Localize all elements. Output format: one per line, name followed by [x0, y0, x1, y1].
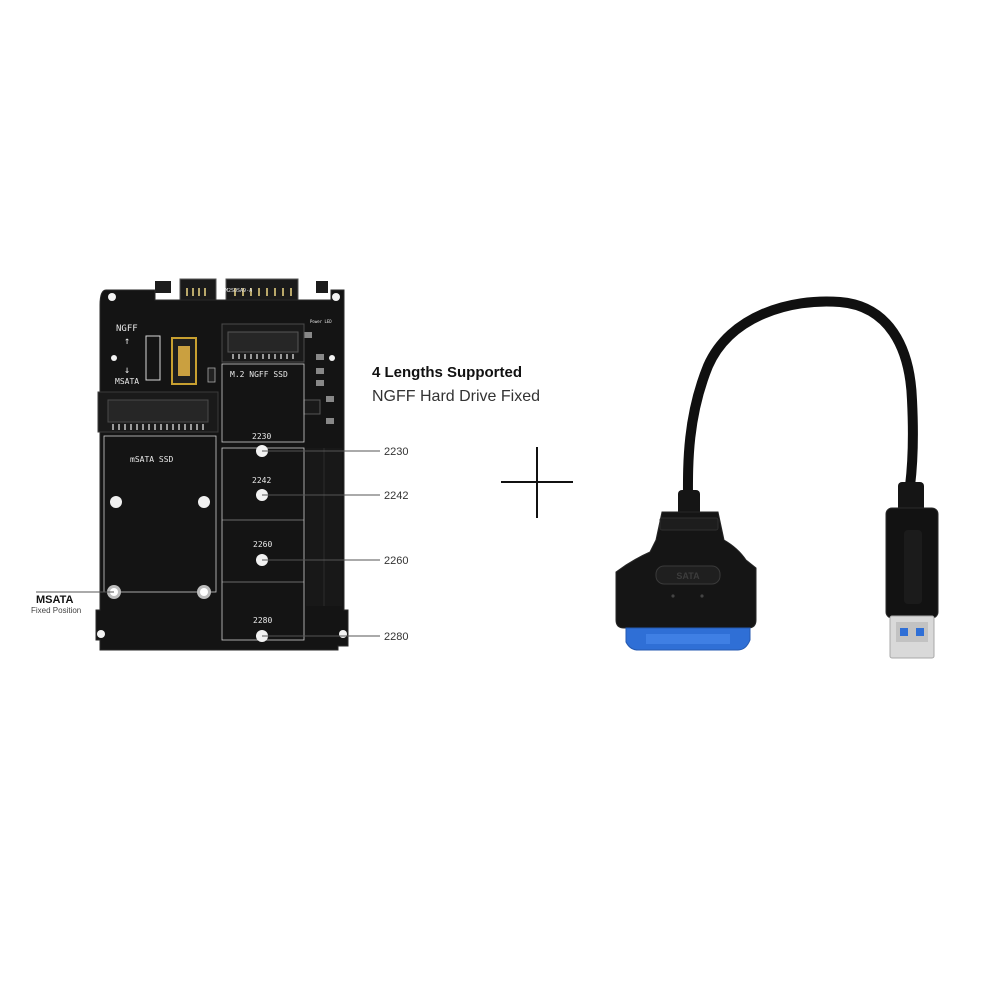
- adapter-board: M2SOSA9-A NGFF ↑ ↓ MSATA Power LED mSATA…: [95, 278, 349, 651]
- hole-label-2260: 2260: [253, 540, 272, 549]
- ngff-arrow-label: NGFF: [116, 324, 138, 334]
- svg-text:↑: ↑: [124, 336, 130, 347]
- msata-callout-title: MSATA: [36, 594, 74, 606]
- svg-text:↓: ↓: [124, 365, 130, 376]
- msata-arrow-label: MSATA: [115, 377, 139, 386]
- plus-sign: [501, 447, 573, 518]
- usb-sata-cable: SATA: [615, 296, 939, 659]
- msata-ssd-bay: [103, 435, 217, 593]
- callout-2260: 2260: [384, 555, 408, 567]
- model-code: M2SOSA9-A: [225, 288, 252, 294]
- power-led-label: Power LED: [310, 319, 332, 324]
- cable-wire: [682, 296, 918, 511]
- hole-label-2230: 2230: [252, 432, 271, 441]
- callout-lines: [36, 450, 380, 637]
- msata-slot-label: mSATA SSD: [130, 455, 174, 464]
- callout-2242: 2242: [384, 490, 408, 502]
- m2-ssd-bay: [221, 363, 305, 443]
- callout-2230: 2230: [384, 446, 408, 458]
- subline: NGFF Hard Drive Fixed: [372, 388, 541, 405]
- m2-slot-label: M.2 NGFF SSD: [230, 370, 288, 379]
- hole-label-2242: 2242: [252, 476, 271, 485]
- msata-callout-subtitle: Fixed Position: [31, 606, 82, 615]
- headline: 4 Lengths Supported: [372, 364, 522, 381]
- hole-label-2280: 2280: [253, 616, 272, 625]
- callout-2280: 2280: [384, 631, 408, 643]
- sata-marking: SATA: [676, 571, 700, 581]
